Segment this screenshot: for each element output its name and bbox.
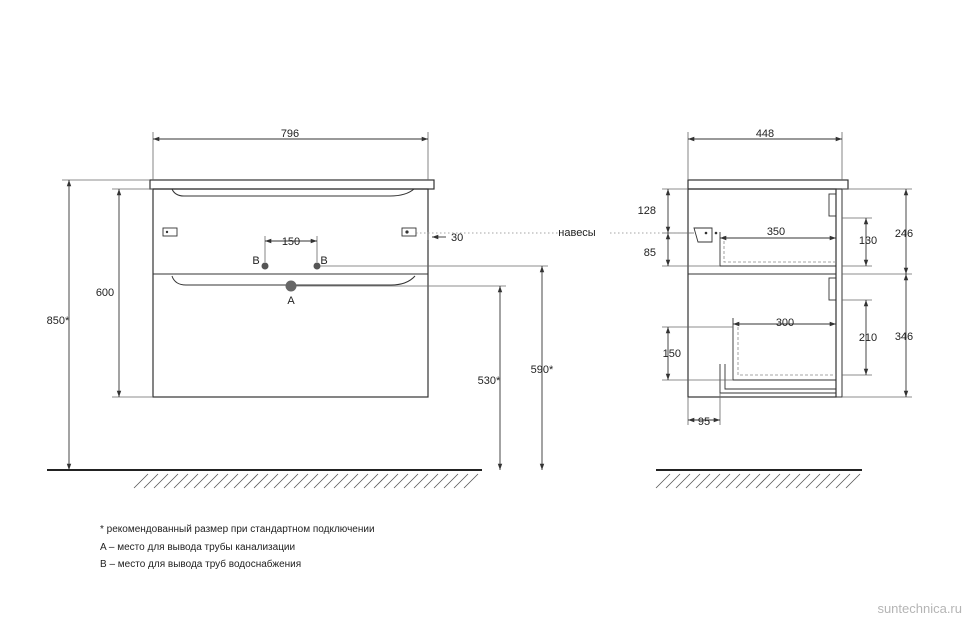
side-countertop bbox=[687, 179, 849, 190]
front-label-a: A bbox=[287, 295, 295, 307]
front-top-handle bbox=[171, 188, 415, 197]
front-view bbox=[47, 132, 560, 489]
side-dim-128: 128 bbox=[638, 205, 656, 217]
front-cabinet-height-label: 600 bbox=[96, 287, 114, 299]
note-b-supply: B – место для вывода труб водоснабжения bbox=[100, 558, 301, 570]
side-dim-150: 150 bbox=[663, 348, 681, 360]
front-drain-height-label: 530* bbox=[478, 375, 501, 387]
front-width-label: 796 bbox=[281, 128, 299, 140]
front-supply-point-b1 bbox=[261, 262, 269, 270]
note-a-drain: A – место для вывода трубы канализации bbox=[100, 541, 295, 553]
side-dim-300: 300 bbox=[776, 317, 794, 329]
watermark: suntechnica.ru bbox=[877, 601, 962, 616]
side-dim-346: 346 bbox=[895, 331, 913, 343]
side-view bbox=[610, 132, 912, 489]
side-dim-95: 95 bbox=[698, 416, 710, 428]
side-hinge-bracket bbox=[693, 227, 713, 243]
hinge-label: навесы bbox=[558, 227, 596, 239]
side-dim-85: 85 bbox=[644, 247, 656, 259]
front-hinge-offset-label: 30 bbox=[451, 232, 463, 244]
side-depth-label: 448 bbox=[756, 128, 774, 140]
side-cabinet-body bbox=[687, 188, 837, 398]
side-dim-246: 246 bbox=[895, 228, 913, 240]
side-floor-hatch bbox=[655, 473, 861, 489]
side-dim-210: 210 bbox=[859, 332, 877, 344]
front-total-height-label: 850* bbox=[47, 315, 70, 327]
front-supply-height-label: 590* bbox=[531, 364, 554, 376]
side-dim-350: 350 bbox=[767, 226, 785, 238]
front-supply-spacing-label: 150 bbox=[282, 236, 300, 248]
front-floor-hatch bbox=[133, 473, 479, 489]
note-recommended: * рекомендованный размер при стандартном… bbox=[100, 524, 375, 535]
side-dim-130: 130 bbox=[859, 235, 877, 247]
side-wall-panel bbox=[835, 188, 843, 398]
front-label-b1: B bbox=[252, 255, 259, 267]
front-countertop bbox=[149, 179, 435, 190]
front-label-b2: B bbox=[320, 255, 327, 267]
front-supply-point-b2 bbox=[313, 262, 321, 270]
front-hinge-left bbox=[162, 227, 178, 237]
front-cabinet-body bbox=[152, 188, 429, 398]
front-hinge-right bbox=[401, 227, 417, 237]
